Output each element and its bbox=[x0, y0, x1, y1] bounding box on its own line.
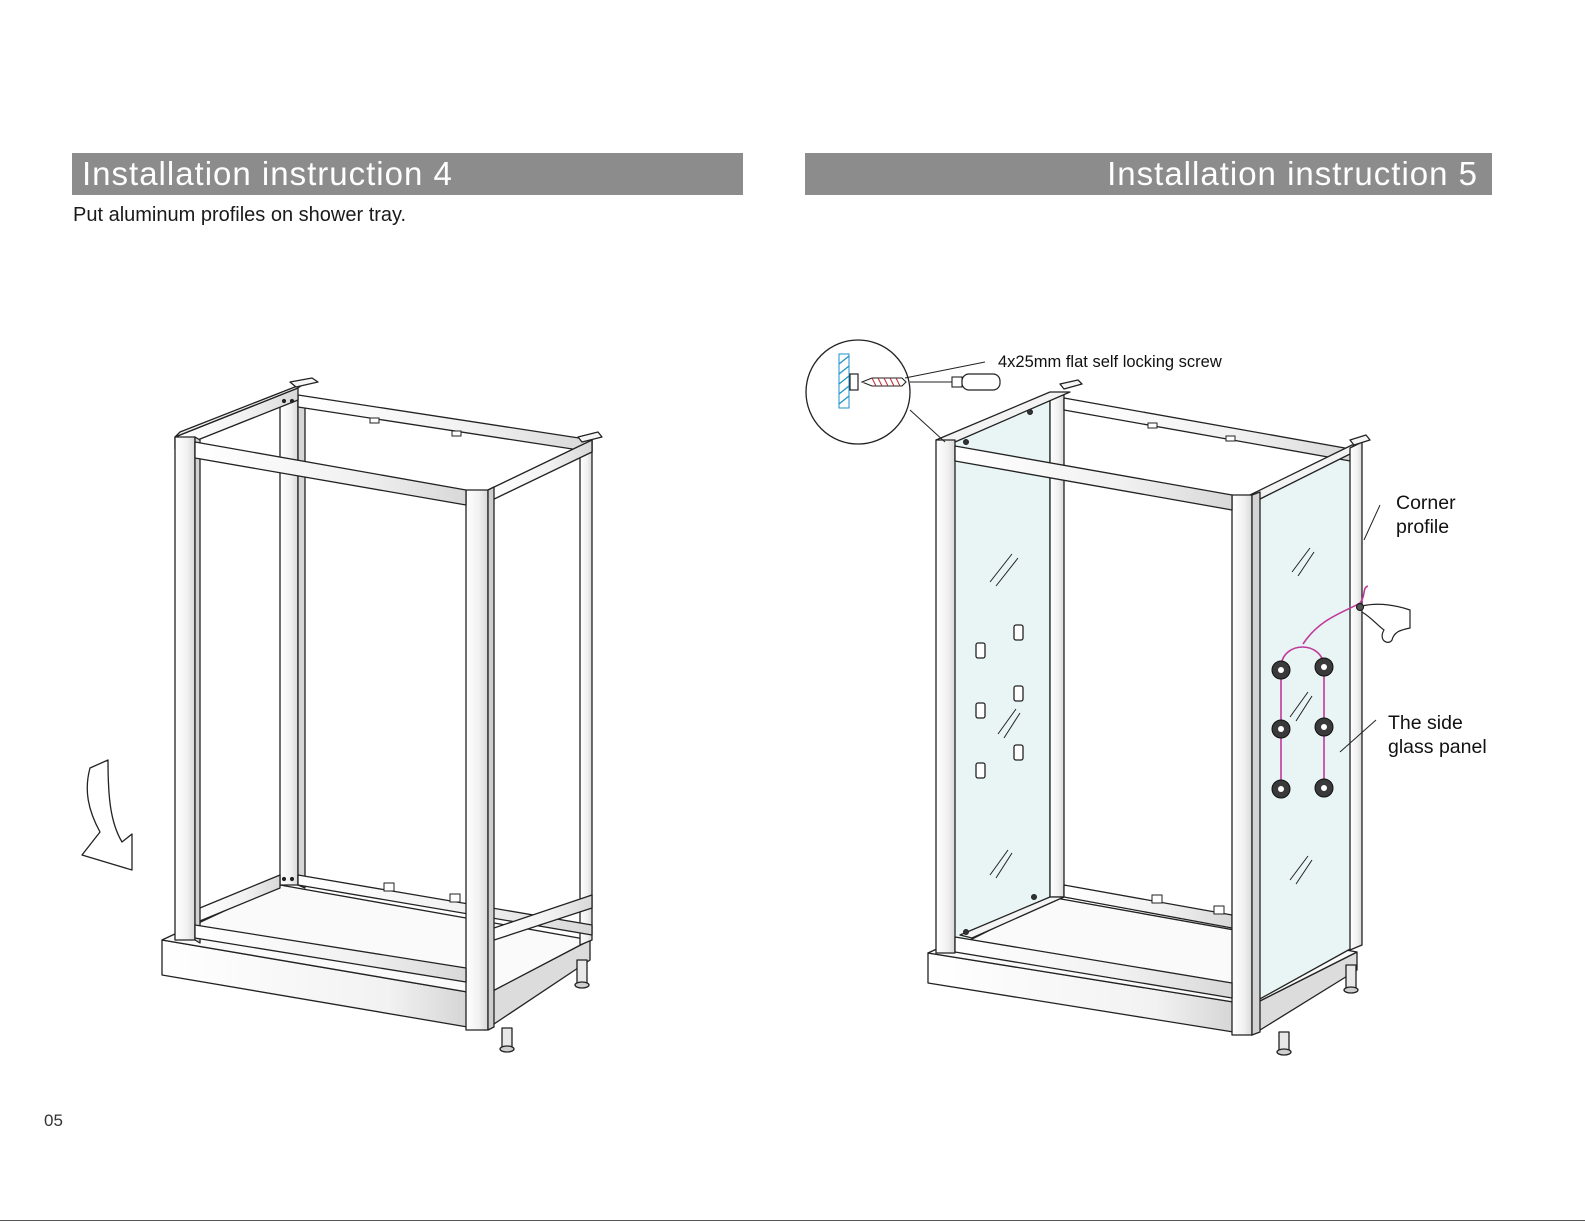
screw-label: 4x25mm flat self locking screw bbox=[998, 352, 1222, 372]
corner-profile-leader bbox=[1364, 505, 1380, 540]
page-number: 05 bbox=[44, 1111, 63, 1131]
side-glass-label-line1: The side bbox=[1388, 711, 1463, 735]
side-glass-label-line2: glass panel bbox=[1388, 735, 1487, 759]
corner-profile-label-line1: Corner bbox=[1396, 491, 1456, 515]
placement-arrow-icon bbox=[82, 760, 132, 870]
right-shower-frame bbox=[928, 380, 1370, 1055]
left-glass-panel bbox=[950, 395, 1050, 950]
left-shower-frame bbox=[162, 378, 602, 1052]
pointing-hand-icon bbox=[1357, 604, 1411, 643]
bottom-divider bbox=[0, 1220, 1585, 1221]
corner-profile-label-line2: profile bbox=[1396, 515, 1449, 539]
side-glass-panel bbox=[1258, 450, 1352, 1000]
